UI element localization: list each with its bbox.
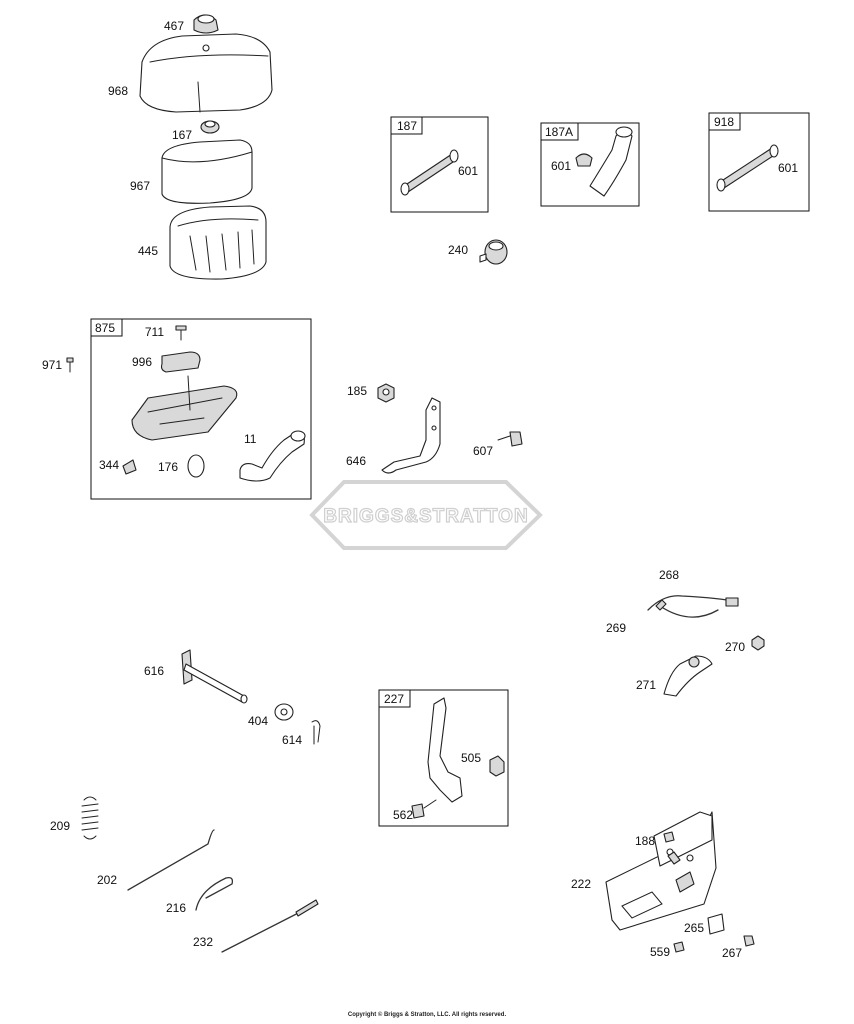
- part-label-271: 271: [636, 678, 656, 692]
- part-label-616: 616: [144, 664, 164, 678]
- screw-559: [673, 941, 685, 953]
- part-label-562: 562: [393, 808, 413, 822]
- part-label-445: 445: [138, 244, 158, 258]
- kit-label-227: 227: [384, 692, 404, 706]
- part-label-240: 240: [448, 243, 468, 257]
- part-label-607: 607: [473, 444, 493, 458]
- part-label-265: 265: [684, 921, 704, 935]
- bracket-646: [381, 397, 441, 474]
- washer-404: [274, 703, 294, 721]
- part-label-646: 646: [346, 454, 366, 468]
- part-label-232: 232: [193, 935, 213, 949]
- spring-209: [81, 796, 99, 840]
- part-label-167: 167: [172, 128, 192, 142]
- part-label-971: 971: [42, 358, 62, 372]
- kit-box-187a: 187A 601: [540, 122, 640, 207]
- kit-box-187: 187 601: [390, 116, 489, 213]
- rod-232: [221, 899, 319, 953]
- air-cleaner-cover-968: [139, 33, 273, 113]
- screw-188: [663, 831, 675, 843]
- part-label-188: 188: [635, 834, 655, 848]
- part-label-967: 967: [130, 179, 150, 193]
- kit-box-918: 918 601: [708, 112, 810, 212]
- fuel-filter-240: [479, 239, 508, 265]
- part-label-467: 467: [164, 19, 184, 33]
- part-label-344: 344: [99, 458, 119, 472]
- pre-cleaner-967: [161, 139, 253, 204]
- part-label-216: 216: [166, 901, 186, 915]
- kit-label-918: 918: [714, 115, 734, 129]
- part-label-202: 202: [97, 873, 117, 887]
- part-label-601-c: 601: [778, 161, 798, 175]
- watermark-text: BRIGGS&STRATTON: [323, 506, 528, 527]
- part-label-222: 222: [571, 877, 591, 891]
- screw-971: [66, 357, 74, 373]
- copyright-notice: Copyright © Briggs & Stratton, LLC. All …: [347, 1012, 507, 1018]
- kit-label-875: 875: [95, 321, 115, 335]
- nut-270: [751, 635, 765, 651]
- link-216: [195, 876, 234, 911]
- part-label-267: 267: [722, 946, 742, 960]
- shaft-616: [181, 649, 248, 704]
- part-label-559: 559: [650, 945, 670, 959]
- part-label-996: 996: [132, 355, 152, 369]
- link-202: [127, 829, 215, 891]
- bracket-271: [663, 655, 713, 697]
- part-label-404: 404: [248, 714, 268, 728]
- brand-watermark: BRIGGS&STRATTON: [309, 480, 543, 550]
- nut-185: [377, 383, 395, 403]
- kit-box-227: 227 505 562: [378, 689, 509, 827]
- air-cleaner-knob-467: [193, 14, 219, 34]
- part-label-270: 270: [725, 640, 745, 654]
- kit-label-187a: 187A: [545, 125, 573, 139]
- control-bracket-222: [605, 811, 717, 931]
- cable-268: [647, 595, 739, 618]
- part-label-601-b: 601: [551, 159, 571, 173]
- part-label-268: 268: [659, 568, 679, 582]
- air-filter-445: [169, 205, 267, 280]
- kit-box-875: 875 711 996 344 176 11: [90, 318, 312, 500]
- pin-614: [311, 720, 321, 745]
- part-label-185: 185: [347, 384, 367, 398]
- screw-267: [743, 935, 755, 947]
- kit-label-187: 187: [397, 119, 417, 133]
- part-label-711: 711: [145, 325, 164, 339]
- part-label-505: 505: [461, 751, 481, 765]
- part-label-176: 176: [158, 460, 178, 474]
- part-label-968: 968: [108, 84, 128, 98]
- part-label-209: 209: [50, 819, 70, 833]
- screw-607: [497, 431, 523, 447]
- part-label-269: 269: [606, 621, 626, 635]
- part-label-614: 614: [282, 733, 302, 747]
- part-label-601-a: 601: [458, 164, 478, 178]
- nut-167: [200, 120, 220, 134]
- clip-265: [707, 913, 725, 935]
- part-label-11: 11: [244, 432, 257, 446]
